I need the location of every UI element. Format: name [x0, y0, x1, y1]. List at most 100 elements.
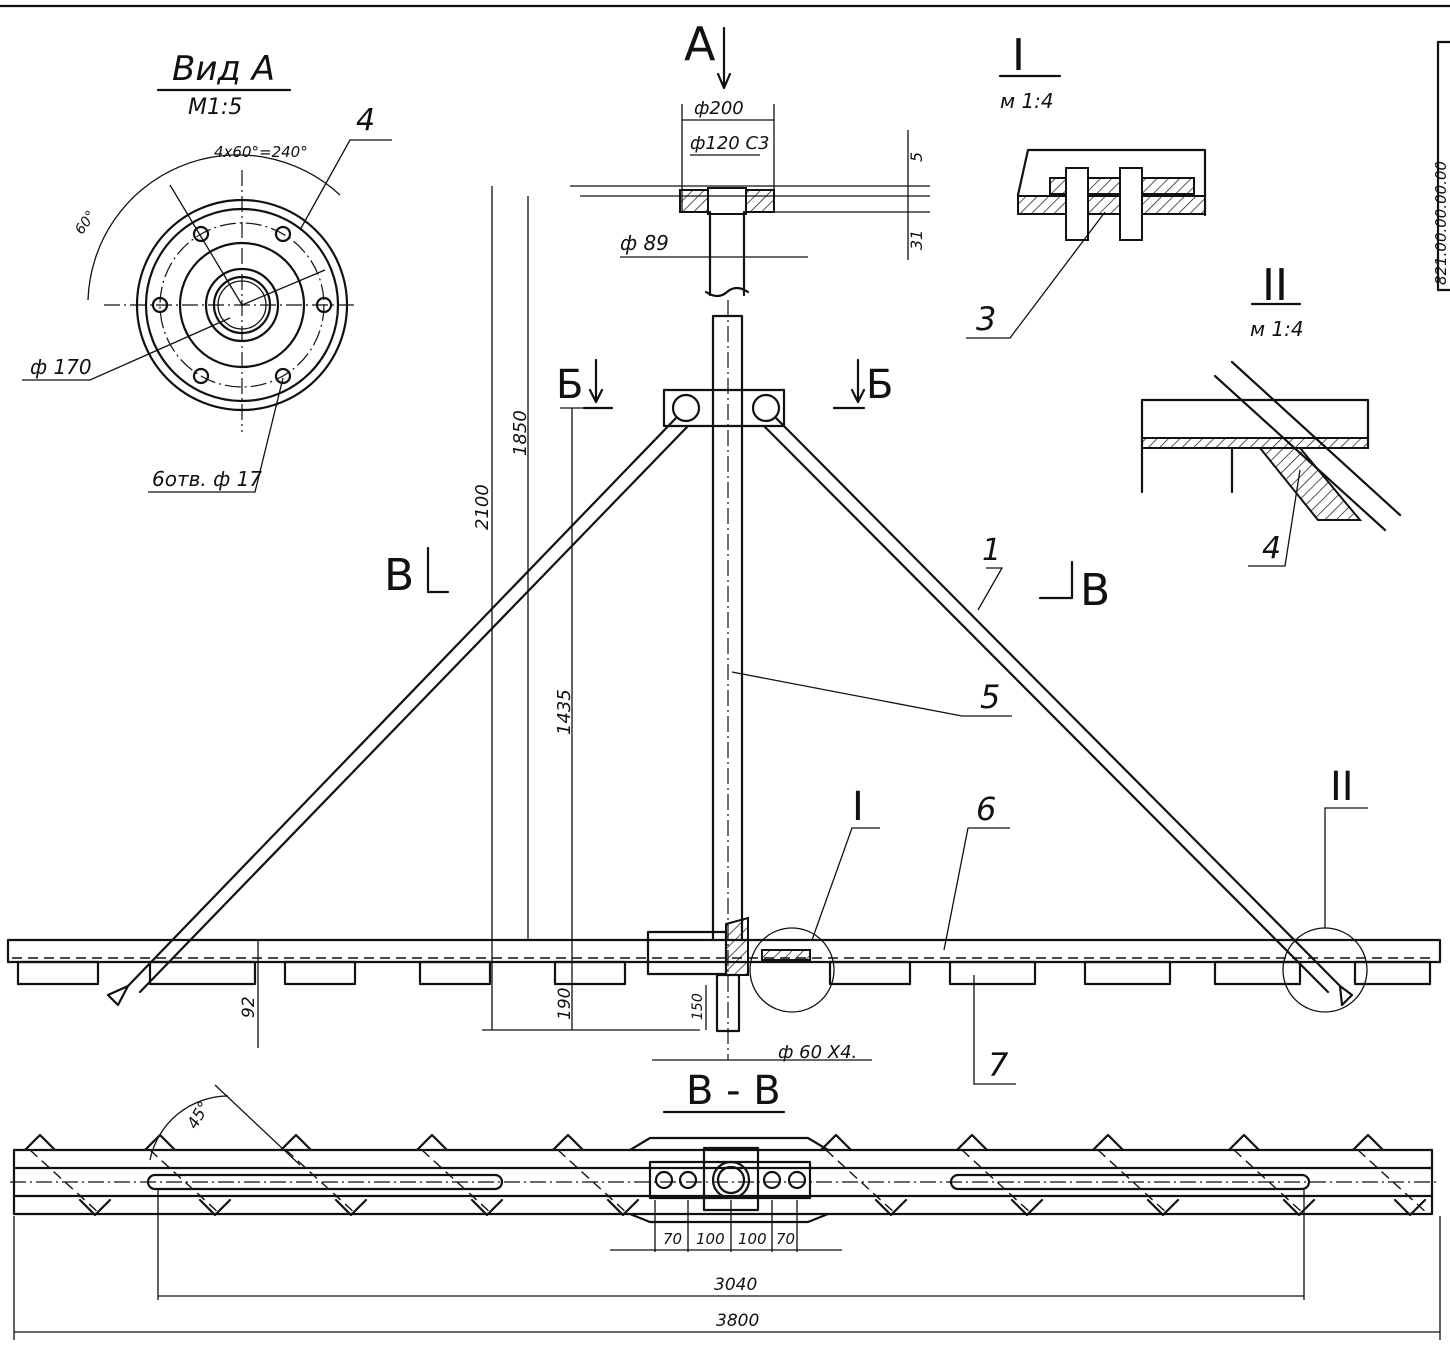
section-vv-title: B - B	[686, 1068, 781, 1114]
leader-6	[943, 827, 1010, 951]
detail-1-bolt	[1119, 167, 1143, 241]
break-line	[704, 286, 750, 298]
detail-1: I м 1:4 3	[966, 30, 1207, 339]
arrow-a-label: A	[684, 17, 716, 71]
flange-ext-lines	[570, 185, 930, 213]
dim-bolt-line	[610, 1200, 842, 1252]
stamp-frame	[1436, 40, 1450, 292]
bolt-hole	[192, 225, 210, 243]
slot-left	[146, 1173, 504, 1191]
clamp-nut	[751, 393, 781, 423]
pipe-stub	[708, 210, 746, 297]
section-vv: B - B	[10, 1068, 1441, 1340]
leader-detail-2	[1324, 807, 1368, 928]
hub-bolt	[654, 1170, 674, 1190]
dim-3040: 3040	[714, 1275, 757, 1295]
dim-3040-line	[157, 1190, 1305, 1300]
lattice-diamonds	[23, 1133, 1429, 1217]
arrow-b-right-label: Б	[866, 362, 893, 408]
hub-pipe-inner	[716, 1165, 746, 1195]
callout-detail-1: I	[852, 784, 864, 830]
dim-3800-line	[13, 1216, 1441, 1340]
callout-6: 6	[976, 790, 996, 828]
dim-1850: 1850	[510, 410, 531, 456]
brace-bolt-right	[1338, 984, 1354, 1007]
dim-70a: 70	[663, 1230, 682, 1248]
detail-2-plate	[1141, 437, 1369, 449]
leader-4	[299, 139, 392, 231]
brace-right	[762, 416, 1342, 994]
hub-bolt	[787, 1170, 807, 1190]
leader-holes	[148, 377, 284, 493]
section-vv-angle: 45°	[183, 1098, 214, 1132]
hub-bolt	[678, 1170, 698, 1190]
dim-92: 92	[239, 996, 259, 1018]
view-a-radials	[169, 184, 326, 306]
bolt-hole	[192, 367, 210, 385]
dim-1435: 1435	[554, 689, 575, 735]
base-beam	[6, 938, 1442, 964]
bolt-hole	[274, 367, 292, 385]
dim-d89: ф 89	[620, 231, 669, 255]
detail-2-title: II	[1262, 260, 1288, 311]
header-code: 821.00.00.00.00	[1432, 161, 1450, 285]
dim-100a: 100	[696, 1230, 725, 1248]
detail-1-callout: 3	[976, 300, 996, 338]
detail-1-mini	[761, 949, 811, 961]
callout-detail-2: II	[1330, 764, 1354, 810]
dim-5: 5	[907, 152, 926, 162]
angle-45-lines	[149, 1084, 301, 1166]
leader-7	[973, 975, 1016, 1085]
dim-2100: 2100	[472, 484, 493, 530]
arrow-v-right	[1038, 560, 1074, 600]
detail-1-scale: м 1:4	[1000, 89, 1054, 113]
view-a-callout: 4	[356, 103, 375, 138]
top-flange: A ф200 ф120 C3 5 31 ф 89	[570, 17, 930, 298]
view-a-scale: M1:5	[188, 95, 242, 120]
base-bracket	[646, 930, 728, 976]
arrow-v-left	[426, 546, 450, 594]
view-a-title: Вид A	[172, 49, 275, 89]
detail-2: II м 1:4 4	[1140, 260, 1402, 567]
flange-bore	[707, 187, 747, 215]
detail-2-brace	[1213, 360, 1402, 532]
view-a-centerlines	[104, 170, 356, 432]
main-elevation: 2100 1850 1435 190 150 92 ф 60 Х4. Б Б B…	[6, 186, 1442, 1085]
brace-left	[126, 416, 690, 994]
leader-3	[966, 211, 1106, 339]
leader-1	[977, 567, 1004, 611]
brace-bolt-left	[106, 984, 130, 1007]
arrow-a	[716, 26, 732, 90]
view-a-holes: 6отв. ф 17	[152, 467, 262, 491]
clamp-nut	[671, 393, 701, 423]
dim-190: 190	[555, 988, 575, 1020]
detail-2-scale: м 1:4	[1250, 317, 1304, 341]
arrow-v-right-label: B	[1080, 565, 1110, 616]
dim-70b: 70	[776, 1230, 795, 1248]
base-feet	[16, 960, 1432, 986]
angle-arc	[87, 154, 341, 301]
hub-bolt	[762, 1170, 782, 1190]
dim-31: 31	[907, 230, 926, 250]
dim-d200: ф200	[694, 98, 744, 119]
view-a-angle: 60°	[72, 208, 99, 238]
leader-4b	[1248, 469, 1301, 567]
dim-150: 150	[690, 993, 706, 1020]
view-a: Вид A M1:5 4x60°=240° 60° 4 ф 170 6отв. …	[22, 49, 392, 493]
arrow-b-left-label: Б	[556, 362, 583, 408]
detail-1-circle	[749, 927, 835, 1013]
hub-pipe-outer	[711, 1160, 751, 1200]
view-a-angle-note: 4x60°=240°	[214, 143, 308, 161]
arrow-b-right	[832, 358, 866, 410]
detail-1-plate	[1017, 195, 1206, 215]
arrow-v-left-label: B	[384, 550, 414, 601]
detail-2-callout: 4	[1262, 531, 1281, 566]
mast-socket	[715, 973, 741, 1033]
dim-d120: ф120 C3	[690, 133, 770, 154]
base-weld	[725, 916, 749, 976]
view-a-diameter: ф 170	[30, 355, 92, 379]
detail-1-bolt	[1065, 167, 1089, 241]
hub-plate	[628, 1136, 830, 1224]
